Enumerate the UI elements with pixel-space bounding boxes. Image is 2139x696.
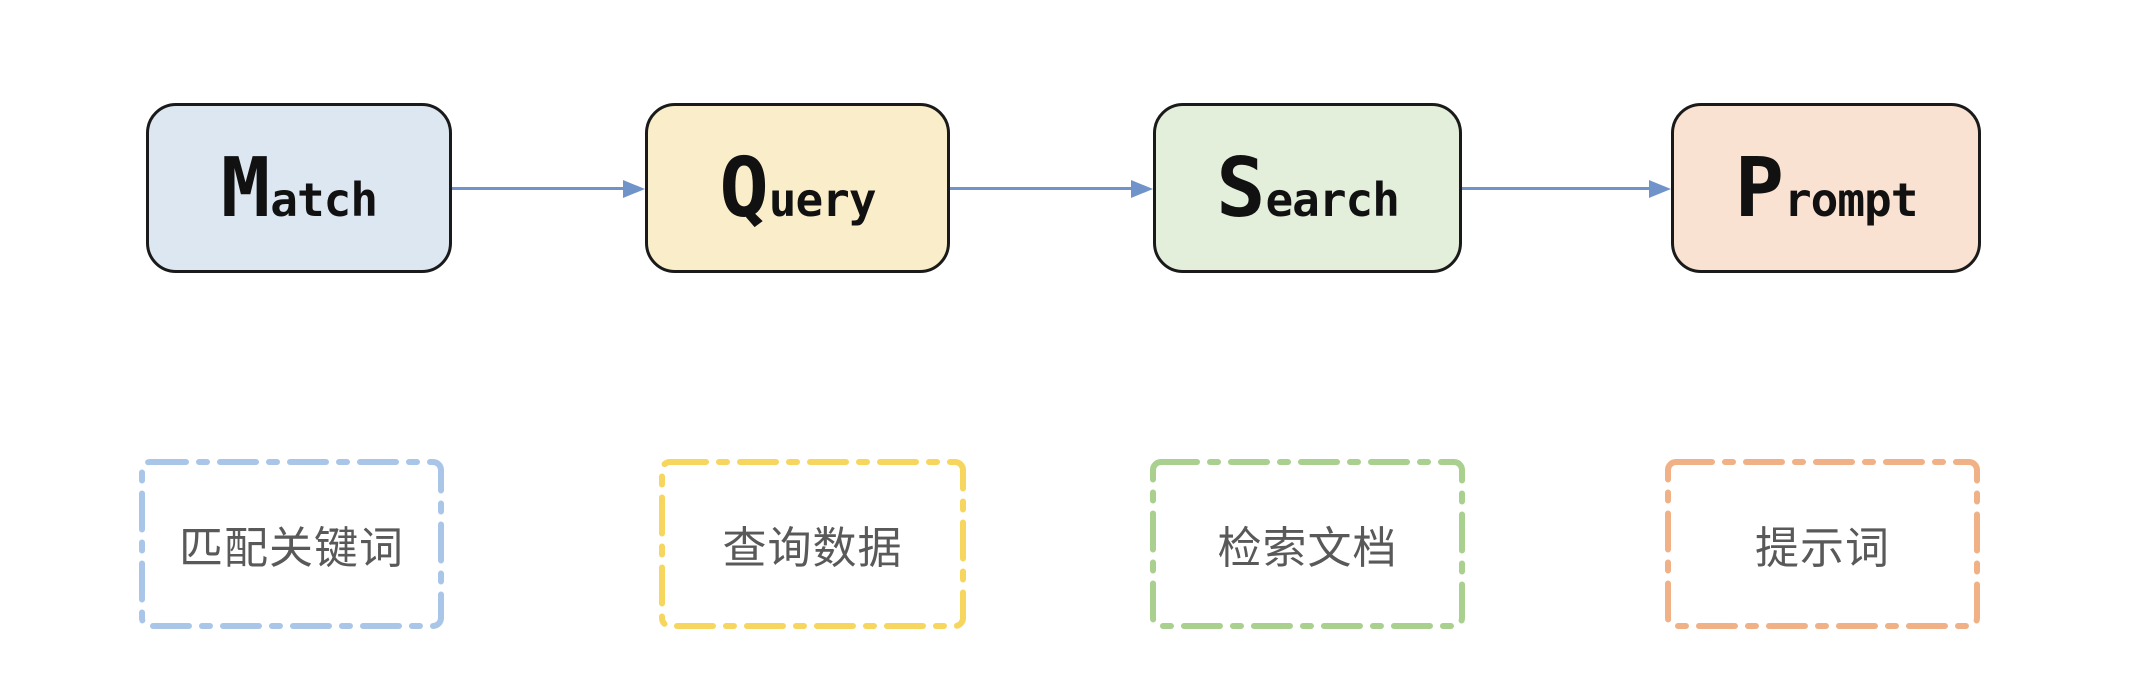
step-label-match: Match [220,140,378,236]
note-label: 检索文档 [1217,523,1398,574]
sketch-border [139,459,444,629]
step-box-prompt: Prompt [1671,103,1981,273]
step-label-prompt: Prompt [1734,140,1919,236]
step-label-initial: S [1216,140,1266,236]
step-label-rest: earch [1265,172,1399,227]
flow-arrow-match-query [452,187,623,190]
sketch-border [659,459,966,629]
step-label-initial: Q [719,140,769,236]
note-box-query: 查询数据 [658,458,967,630]
step-label-rest: atch [270,172,378,227]
step-box-search: Search [1153,103,1462,273]
step-label-initial: M [220,140,271,236]
flow-arrow-search-prompt [1462,187,1649,190]
step-label-search: Search [1216,140,1400,236]
step-box-match: Match [146,103,452,273]
sketch-border [1665,459,1980,629]
step-label-initial: P [1734,140,1784,236]
note-box-match: 匹配关键词 [138,458,445,630]
note-label: 查询数据 [722,523,903,574]
step-label-query: Query [719,140,877,236]
note-label: 匹配关键词 [179,523,404,574]
step-label-rest: uery [768,172,877,227]
flow-arrow-query-search [950,187,1131,190]
sketch-border [1150,459,1465,629]
step-box-query: Query [645,103,950,273]
note-box-prompt: 提示词 [1664,458,1981,630]
note-label: 提示词 [1755,523,1890,574]
step-label-rest: rompt [1783,172,1918,227]
note-box-search: 检索文档 [1149,458,1466,630]
